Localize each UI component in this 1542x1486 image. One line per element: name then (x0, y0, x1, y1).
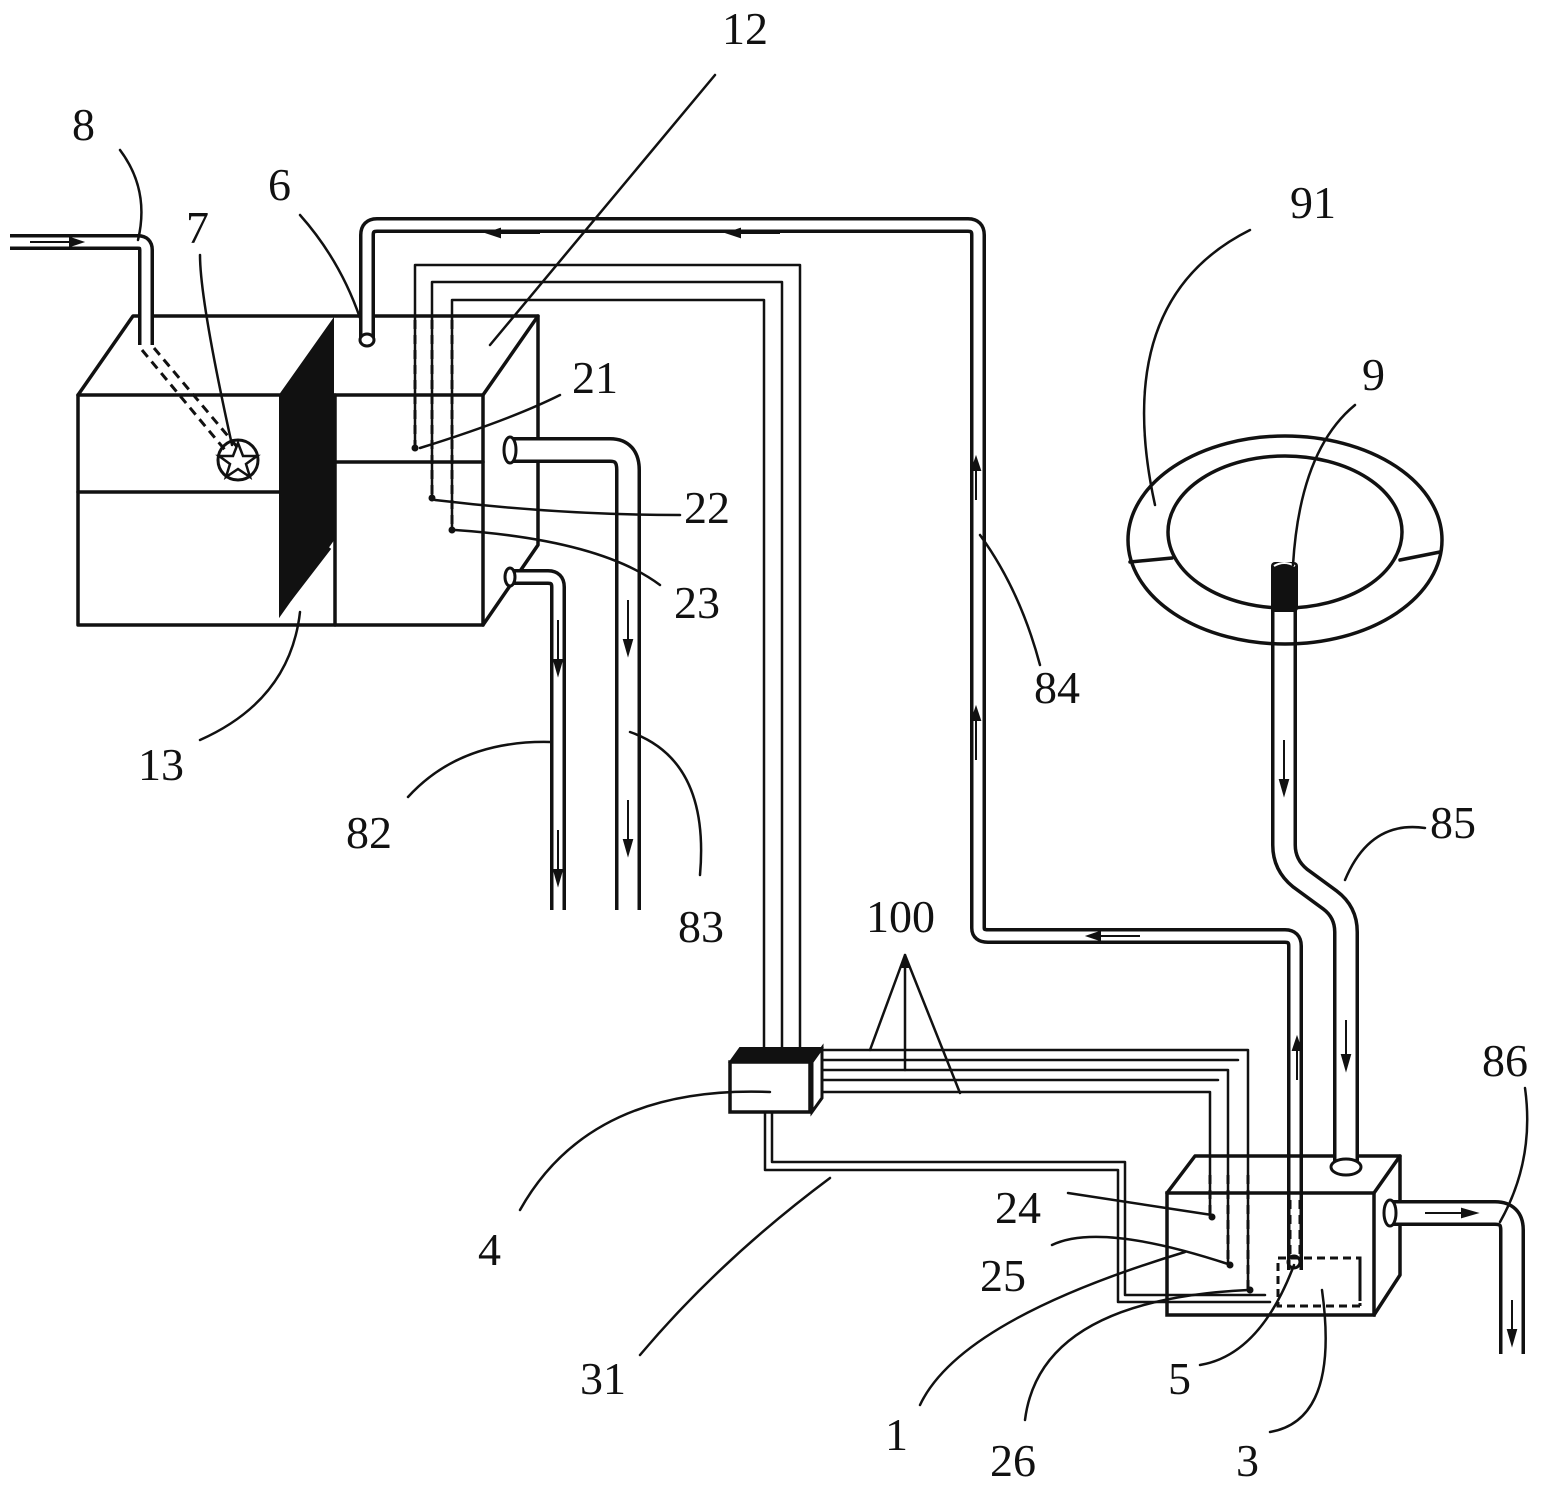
label-24: 24 (995, 1182, 1041, 1233)
label-1: 1 (885, 1409, 908, 1460)
outlet-pipe-82 (503, 566, 566, 912)
label-9: 9 (1362, 349, 1385, 400)
label-100: 100 (866, 891, 935, 942)
label-82: 82 (346, 807, 392, 858)
lower-tank-1 (1165, 1154, 1402, 1317)
label-23: 23 (674, 577, 720, 628)
label-4: 4 (478, 1224, 501, 1275)
labels: 8 7 6 12 21 22 23 13 82 83 84 91 9 85 10… (72, 3, 1528, 1486)
wire-bundle-100 (820, 1048, 1250, 1292)
label-21: 21 (572, 352, 618, 403)
label-5: 5 (1168, 1353, 1191, 1404)
sensor-wires-upper (411, 263, 802, 1050)
label-22: 22 (684, 482, 730, 533)
label-85: 85 (1430, 797, 1476, 848)
label-6: 6 (268, 159, 291, 210)
label-84: 84 (1034, 662, 1080, 713)
pump-feed-line (140, 347, 240, 451)
outlet-pipe-83 (502, 435, 641, 912)
label-25: 25 (980, 1250, 1026, 1301)
label-13: 13 (138, 739, 184, 790)
label-7: 7 (186, 202, 209, 253)
label-12: 12 (722, 3, 768, 54)
pump-7 (215, 438, 261, 482)
return-pipe-6 (358, 217, 1303, 1270)
radiator-panel-13 (279, 316, 334, 619)
return-flow-arrows (484, 227, 1303, 1080)
drain-9 (1271, 562, 1298, 612)
label-3: 3 (1236, 1435, 1259, 1486)
label-26: 26 (990, 1435, 1036, 1486)
label-86: 86 (1482, 1035, 1528, 1086)
leader-lines (118, 73, 1529, 1434)
label-91: 91 (1290, 177, 1336, 228)
label-8: 8 (72, 99, 95, 150)
label-31: 31 (580, 1353, 626, 1404)
inlet-pipe-8 (10, 234, 154, 345)
controller-4 (728, 1043, 824, 1117)
drain-pipe-85 (1271, 575, 1363, 1177)
label-83: 83 (678, 901, 724, 952)
outlet-pipe-86 (1382, 1198, 1525, 1356)
